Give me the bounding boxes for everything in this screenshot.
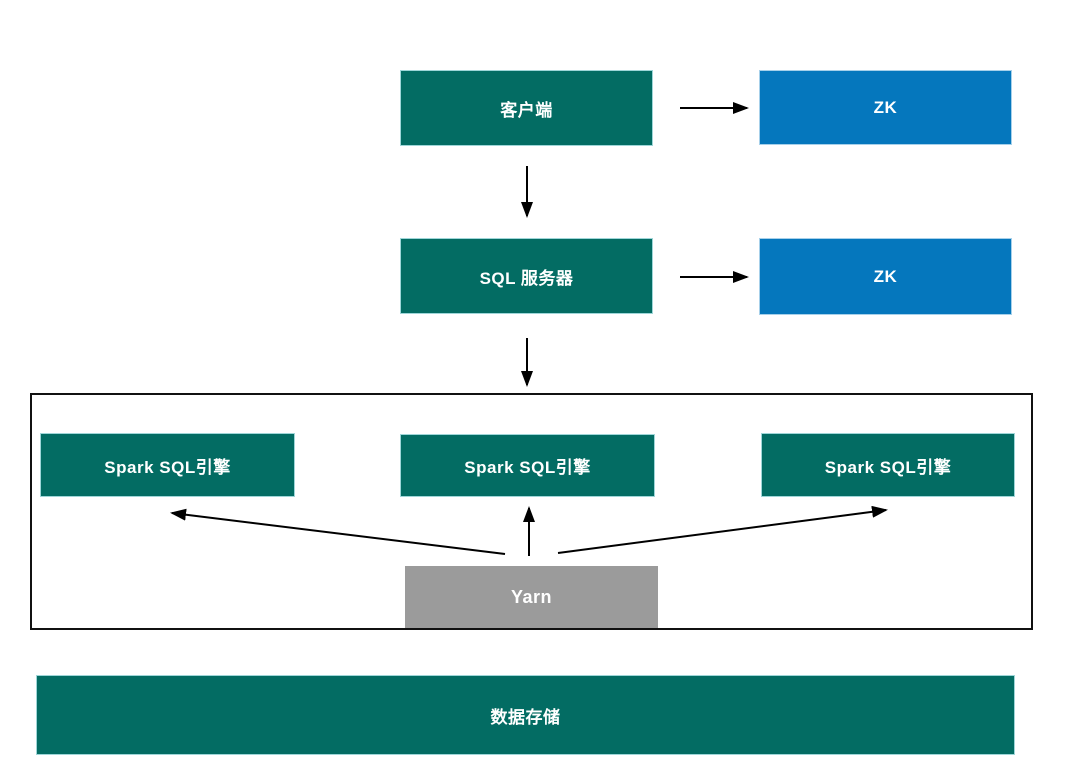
zk-top-node: ZK: [759, 70, 1012, 145]
zk-middle-node: ZK: [759, 238, 1012, 315]
yarn-node: Yarn: [405, 566, 658, 628]
client-node: 客户端: [400, 70, 653, 146]
spark-sql-engine-2-node: Spark SQL引擎: [400, 434, 655, 497]
data-storage-node: 数据存储: [36, 675, 1015, 755]
spark-sql-engine-3-node: Spark SQL引擎: [761, 433, 1015, 497]
engine-cluster-frame: [30, 393, 1033, 630]
spark-sql-engine-1-node: Spark SQL引擎: [40, 433, 295, 497]
sql-server-node: SQL 服务器: [400, 238, 653, 314]
